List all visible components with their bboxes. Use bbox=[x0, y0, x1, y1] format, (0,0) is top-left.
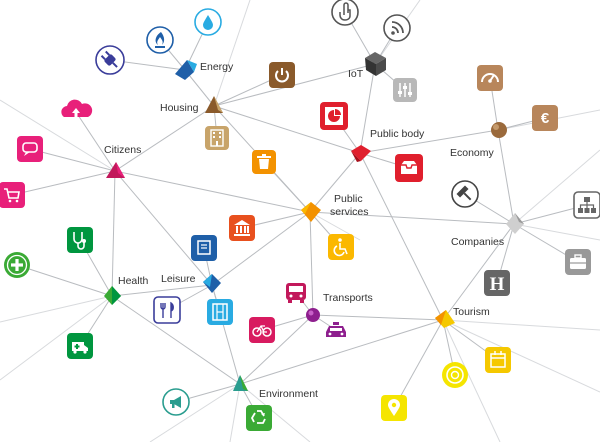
plug-icon[interactable] bbox=[95, 45, 125, 75]
label-tourism: Tourism bbox=[453, 306, 490, 318]
euro-icon[interactable]: € bbox=[532, 105, 558, 131]
calendar-icon[interactable] bbox=[485, 347, 511, 373]
sliders-icon[interactable] bbox=[393, 78, 417, 102]
label-public-services-line2: services bbox=[330, 206, 369, 218]
hub-tourism[interactable] bbox=[435, 310, 455, 328]
bus-icon[interactable] bbox=[286, 283, 306, 303]
label-leisure: Leisure bbox=[161, 273, 196, 285]
label-companies: Companies bbox=[451, 236, 504, 248]
recycle-icon[interactable] bbox=[246, 405, 272, 431]
power-button-icon[interactable] bbox=[269, 62, 295, 88]
inbox-icon[interactable] bbox=[395, 154, 423, 182]
plus-icon[interactable] bbox=[4, 252, 30, 278]
gavel-icon[interactable] bbox=[451, 180, 479, 208]
megaphone-icon[interactable] bbox=[162, 388, 190, 416]
pie-chart-icon[interactable] bbox=[320, 102, 348, 130]
label-housing: Housing bbox=[160, 102, 199, 114]
label-public-body: Public body bbox=[370, 128, 425, 140]
flame-icon[interactable] bbox=[146, 26, 174, 54]
film-icon[interactable] bbox=[207, 299, 233, 325]
book-icon[interactable] bbox=[191, 235, 217, 261]
hub-health[interactable] bbox=[104, 286, 121, 305]
org-chart-icon[interactable] bbox=[573, 191, 600, 219]
chat-icon[interactable] bbox=[17, 136, 43, 162]
museum-icon[interactable] bbox=[229, 215, 255, 241]
svg-text:€: € bbox=[541, 110, 550, 127]
hub-public-services[interactable] bbox=[301, 202, 321, 222]
briefcase-icon[interactable] bbox=[565, 249, 591, 275]
label-iot: IoT bbox=[348, 68, 364, 80]
rss-icon[interactable] bbox=[383, 14, 411, 42]
hub-citizens[interactable] bbox=[106, 162, 125, 178]
hub-leisure[interactable] bbox=[203, 274, 221, 293]
taxi-icon[interactable] bbox=[326, 322, 346, 337]
hub-economy[interactable] bbox=[491, 122, 507, 138]
building-icon[interactable] bbox=[205, 126, 229, 150]
hub-housing[interactable] bbox=[205, 96, 223, 113]
stethoscope-icon[interactable] bbox=[67, 227, 93, 253]
hub-energy[interactable] bbox=[175, 60, 197, 80]
hub-companies[interactable] bbox=[506, 213, 524, 234]
shopping-cart-icon[interactable] bbox=[0, 182, 25, 208]
label-public-services-line1: Public bbox=[334, 193, 363, 205]
label-health: Health bbox=[118, 275, 149, 287]
node-labels: Energy IoT Housing Public body Economy C… bbox=[104, 61, 504, 400]
label-economy: Economy bbox=[450, 147, 495, 159]
cutlery-icon[interactable] bbox=[153, 296, 181, 324]
label-environment: Environment bbox=[259, 388, 318, 400]
ambulance-icon[interactable] bbox=[67, 333, 93, 359]
water-drop-icon[interactable] bbox=[194, 8, 222, 36]
hub-public-body[interactable] bbox=[351, 145, 371, 162]
bicycle-icon[interactable] bbox=[249, 317, 275, 343]
trash-icon[interactable] bbox=[252, 150, 276, 174]
hand-pointer-icon[interactable] bbox=[331, 0, 359, 26]
wheelchair-icon[interactable] bbox=[328, 234, 354, 260]
hub-iot[interactable] bbox=[365, 52, 386, 76]
svg-text:H: H bbox=[490, 274, 505, 295]
label-transports: Transports bbox=[323, 292, 373, 304]
label-citizens: Citizens bbox=[104, 144, 141, 156]
label-energy: Energy bbox=[200, 61, 234, 73]
dashboard-icon[interactable] bbox=[477, 65, 503, 91]
hub-environment[interactable] bbox=[233, 375, 248, 391]
info-icon[interactable] bbox=[442, 362, 468, 388]
location-pin-icon[interactable] bbox=[381, 395, 407, 421]
cloud-upload-icon[interactable] bbox=[61, 99, 93, 117]
hub-transports[interactable] bbox=[306, 308, 320, 322]
hotel-icon[interactable]: H bbox=[484, 270, 510, 296]
